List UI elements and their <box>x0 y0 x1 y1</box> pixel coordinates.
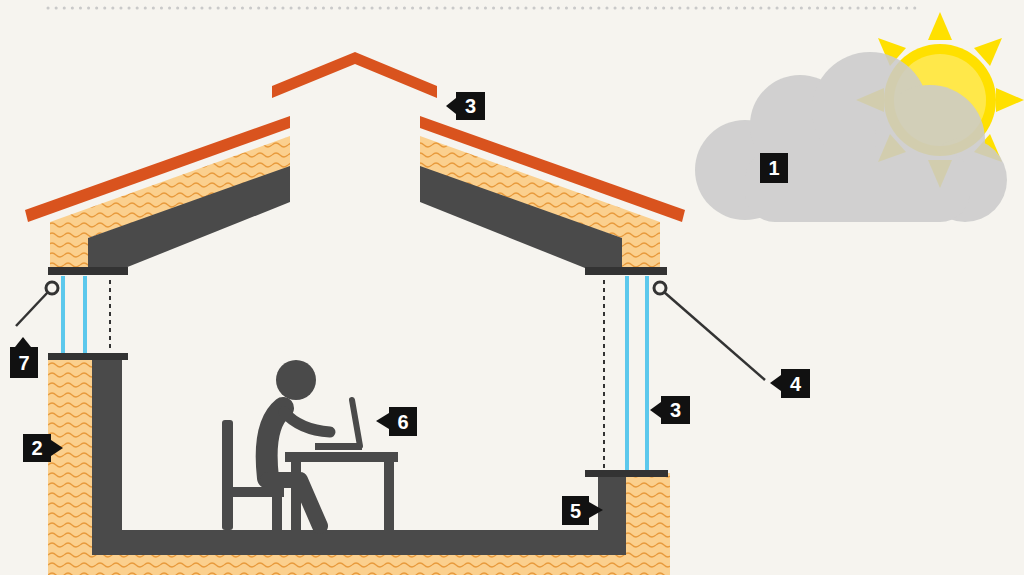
callout-number: 3 <box>465 96 476 116</box>
callout-box: 4 <box>781 369 810 398</box>
callout-number: 3 <box>670 400 681 420</box>
callout-box: 6 <box>389 407 417 436</box>
cloud <box>695 52 1007 222</box>
callout-number: 4 <box>790 374 801 394</box>
callout-number: 6 <box>397 412 408 432</box>
shade-rods <box>16 282 765 380</box>
callout-pointers <box>15 98 781 518</box>
callout-box: 3 <box>661 396 690 424</box>
walls-floor <box>48 353 670 575</box>
windows <box>63 276 647 470</box>
callout-number: 1 <box>768 158 779 178</box>
person-at-desk <box>222 360 398 530</box>
callout-box: 1 <box>760 153 788 183</box>
callout-number: 5 <box>570 501 581 521</box>
callout-box: 5 <box>562 496 589 525</box>
callout-box: 2 <box>23 434 51 462</box>
callout-number: 2 <box>31 438 42 458</box>
callout-box: 3 <box>456 92 485 120</box>
callout-box: 7 <box>10 347 38 378</box>
dotted-rule <box>48 7 922 10</box>
callout-number: 7 <box>18 353 29 373</box>
roof <box>25 52 685 275</box>
